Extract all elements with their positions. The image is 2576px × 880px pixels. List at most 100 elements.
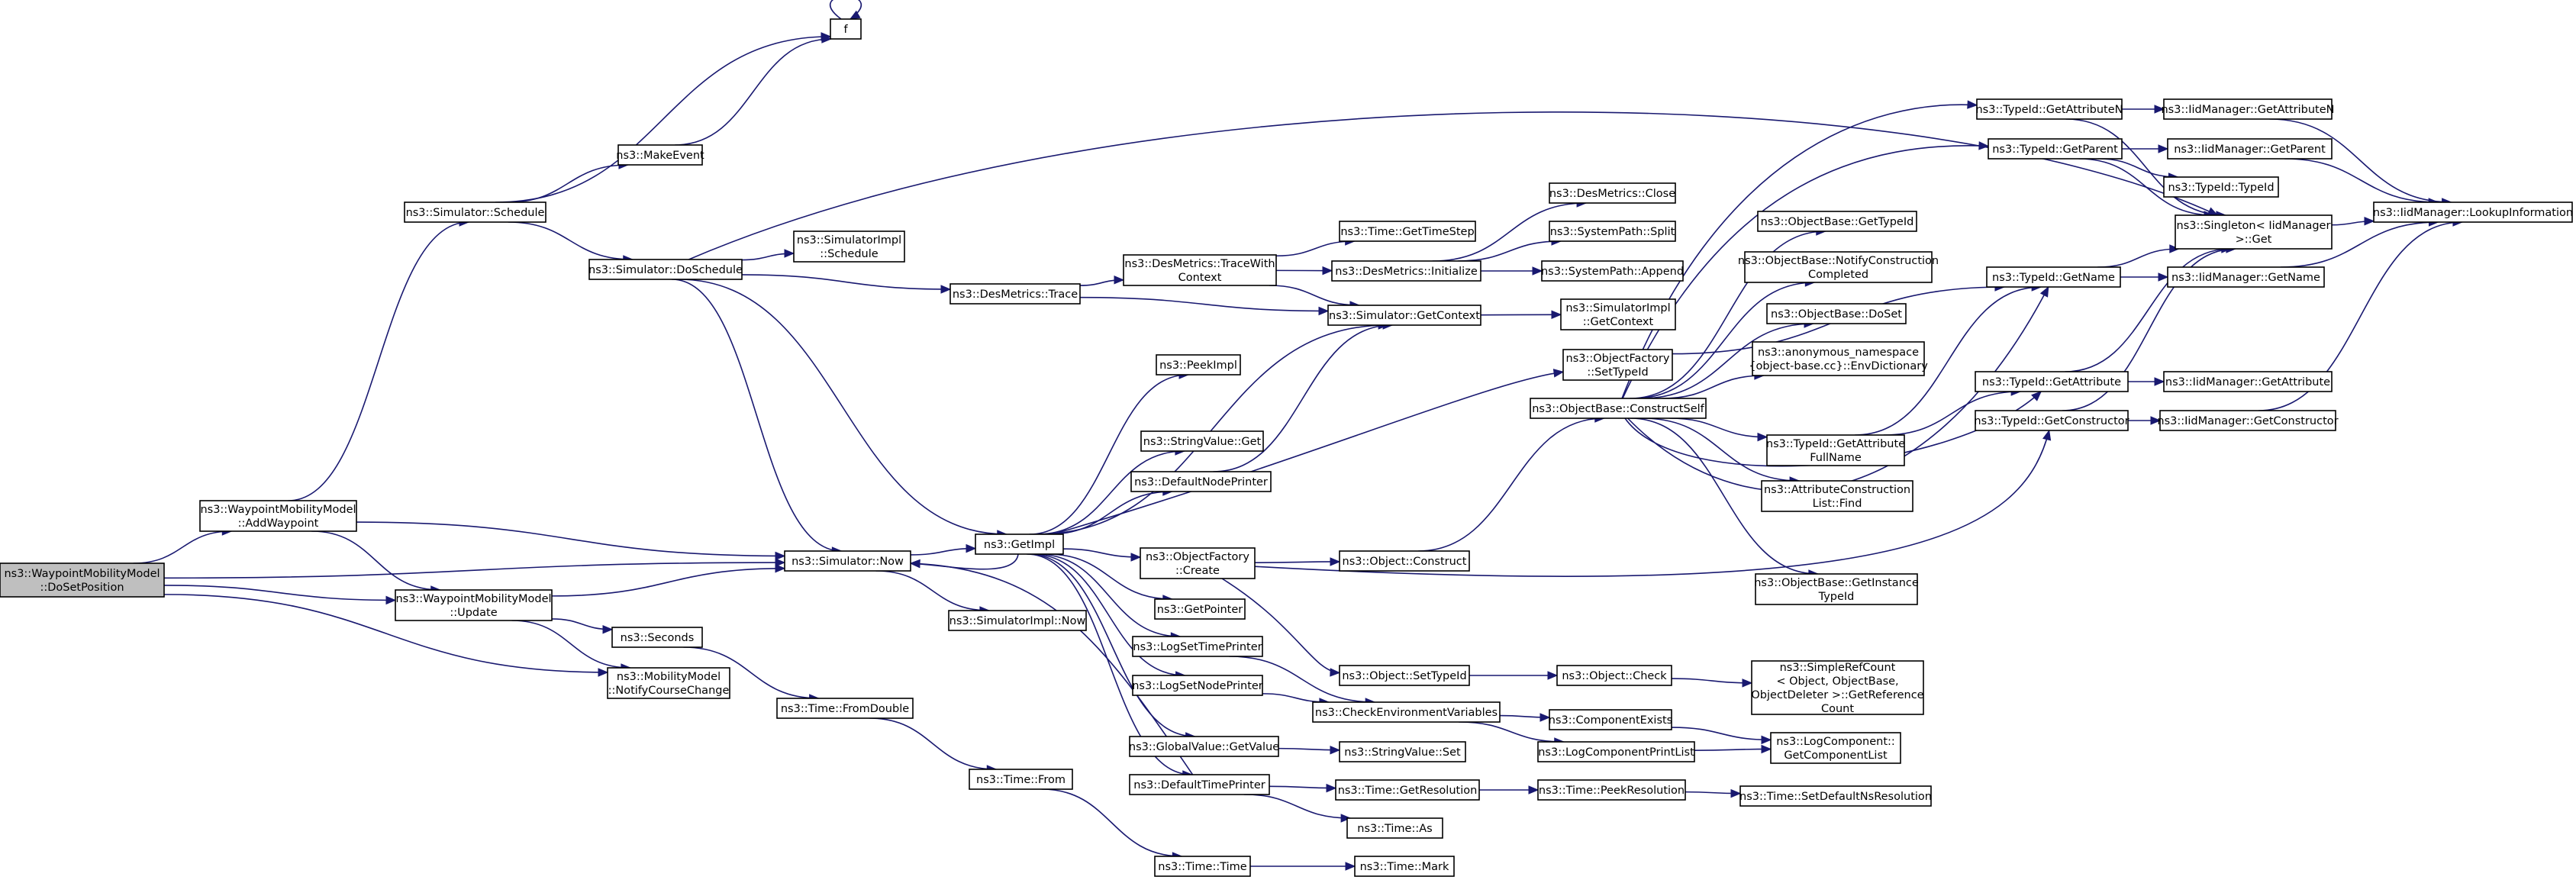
node-simImplGetContext[interactable]: ns3::SimulatorImpl::GetContext <box>1560 298 1676 330</box>
node-box[interactable] <box>395 589 553 621</box>
node-iidGetAttrN[interactable]: ns3::IidManager::GetAttributeN <box>2161 98 2335 120</box>
node-tidGetParent[interactable]: ns3::TypeId::GetParent <box>1988 138 2123 160</box>
node-box[interactable] <box>1976 98 2123 120</box>
node-box[interactable] <box>1156 354 1241 376</box>
node-timeAs[interactable]: ns3::Time::As <box>1346 817 1443 839</box>
node-simImplNow[interactable]: ns3::SimulatorImpl::Now <box>948 610 1087 631</box>
node-simpleRef[interactable]: ns3::SimpleRefCount< Object, ObjectBase,… <box>1751 660 1924 715</box>
node-seconds[interactable]: ns3::Seconds <box>611 627 703 648</box>
node-box[interactable] <box>1312 701 1501 723</box>
node-singleton[interactable]: ns3::Singleton< IidManager>::Get <box>2175 214 2333 250</box>
node-box[interactable] <box>1331 260 1481 282</box>
node-update[interactable]: ns3::WaypointMobilityModel::Update <box>395 589 553 621</box>
node-box[interactable] <box>2163 176 2279 198</box>
node-f[interactable]: f <box>830 18 862 40</box>
node-box[interactable] <box>1988 138 2123 160</box>
node-box[interactable] <box>1154 856 1251 877</box>
node-box[interactable] <box>588 259 743 280</box>
node-box[interactable] <box>1537 779 1686 801</box>
node-tidGetAttrN[interactable]: ns3::TypeId::GetAttributeN <box>1975 98 2123 120</box>
node-box[interactable] <box>611 627 703 648</box>
node-box[interactable] <box>1132 636 1263 657</box>
node-box[interactable] <box>1752 341 1925 376</box>
node-checkEnv[interactable]: ns3::CheckEnvironmentVariables <box>1312 701 1501 723</box>
node-ofCreate[interactable]: ns3::ObjectFactory::Create <box>1140 547 1256 579</box>
node-doSchedule[interactable]: ns3::Simulator::DoSchedule <box>588 259 743 280</box>
node-box[interactable] <box>1986 266 2121 288</box>
node-timeTime[interactable]: ns3::Time::Time <box>1154 856 1251 877</box>
node-objSetTypeId[interactable]: ns3::Object::SetTypeId <box>1339 665 1470 686</box>
node-logSetNode[interactable]: ns3::LogSetNodePrinter <box>1132 675 1263 696</box>
node-box[interactable] <box>1757 211 1917 232</box>
node-objConstruct[interactable]: ns3::Object::Construct <box>1339 550 1470 572</box>
node-box[interactable] <box>949 283 1081 305</box>
node-box[interactable] <box>1130 471 1272 492</box>
node-box[interactable] <box>1556 665 1672 686</box>
node-gvGetValue[interactable]: ns3::GlobalValue::GetValue <box>1129 736 1279 757</box>
node-iidGetAttr[interactable]: ns3::IidManager::GetAttribute <box>2163 371 2333 392</box>
node-obNotify[interactable]: ns3::ObjectBase::NotifyConstructionCompl… <box>1738 251 1939 283</box>
node-box[interactable] <box>1327 305 1481 326</box>
node-notify[interactable]: ns3::MobilityModel::NotifyCourseChange <box>607 667 730 699</box>
node-box[interactable] <box>1140 547 1256 579</box>
node-iidLookup[interactable]: ns3::IidManager::LookupInformation <box>2373 201 2573 223</box>
node-sysSplit[interactable]: ns3::SystemPath::Split <box>1549 221 1676 242</box>
node-getPointer[interactable]: ns3::GetPointer <box>1154 598 1246 620</box>
node-root[interactable]: ns3::WaypointMobilityModel::DoSetPositio… <box>0 562 165 598</box>
node-box[interactable] <box>969 769 1073 790</box>
node-box[interactable] <box>1140 430 1264 452</box>
node-iidGetParent[interactable]: ns3::IidManager::GetParent <box>2167 138 2333 160</box>
node-box[interactable] <box>1339 550 1470 572</box>
node-defTimePrinter[interactable]: ns3::DefaultTimePrinter <box>1129 774 1270 795</box>
node-box[interactable] <box>1560 298 1676 330</box>
node-obGetTypeId[interactable]: ns3::ObjectBase::GetTypeId <box>1757 211 1917 232</box>
node-box[interactable] <box>2167 266 2325 288</box>
node-box[interactable] <box>1975 410 2129 431</box>
node-anonEnv[interactable]: ns3::anonymous_namespace{object-base.cc}… <box>1749 341 1928 376</box>
node-box[interactable] <box>1132 675 1263 696</box>
node-tidGetName[interactable]: ns3::TypeId::GetName <box>1986 266 2121 288</box>
node-box[interactable] <box>1129 736 1279 757</box>
node-box[interactable] <box>2175 214 2333 250</box>
node-box[interactable] <box>1339 221 1476 242</box>
node-box[interactable] <box>607 667 730 699</box>
node-box[interactable] <box>776 698 914 719</box>
node-svSet[interactable]: ns3::StringValue::Set <box>1339 741 1466 762</box>
node-box[interactable] <box>2163 98 2333 120</box>
node-box[interactable] <box>1530 398 1707 419</box>
node-now[interactable]: ns3::Simulator::Now <box>784 550 911 572</box>
node-desClose[interactable]: ns3::DesMetrics::Close <box>1549 182 1676 204</box>
node-makeEvent[interactable]: ns3::MakeEvent <box>616 144 704 166</box>
node-box[interactable] <box>1154 598 1246 620</box>
node-box[interactable] <box>1562 349 1673 381</box>
node-box[interactable] <box>1346 817 1443 839</box>
node-sysAppend[interactable]: ns3::SystemPath::Append <box>1541 260 1684 282</box>
node-compExists[interactable]: ns3::ComponentExists <box>1549 709 1673 730</box>
node-box[interactable] <box>1751 660 1924 715</box>
node-fromDouble[interactable]: ns3::Time::FromDouble <box>776 698 914 719</box>
node-obDoSet[interactable]: ns3::ObjectBase::DoSet <box>1766 303 1907 324</box>
node-schedule[interactable]: ns3::Simulator::Schedule <box>404 201 546 223</box>
node-box[interactable] <box>1354 856 1455 877</box>
node-box[interactable] <box>1766 434 1905 466</box>
node-tidTypeId[interactable]: ns3::TypeId::TypeId <box>2163 176 2279 198</box>
node-box[interactable] <box>1129 774 1270 795</box>
node-objCheck[interactable]: ns3::Object::Check <box>1556 665 1672 686</box>
node-timeStep[interactable]: ns3::Time::GetTimeStep <box>1339 221 1476 242</box>
node-defNodePrinter[interactable]: ns3::DefaultNodePrinter <box>1130 471 1272 492</box>
node-box[interactable] <box>1339 741 1466 762</box>
node-box[interactable] <box>1755 573 1918 605</box>
node-box[interactable] <box>1761 480 1913 512</box>
node-timeMark[interactable]: ns3::Time::Mark <box>1354 856 1455 877</box>
node-box[interactable] <box>1335 779 1480 801</box>
node-box[interactable] <box>1975 371 2129 392</box>
node-iidGetName[interactable]: ns3::IidManager::GetName <box>2167 266 2325 288</box>
node-peekImpl[interactable]: ns3::PeekImpl <box>1156 354 1241 376</box>
node-box[interactable] <box>793 230 905 263</box>
node-box[interactable] <box>0 562 165 598</box>
node-box[interactable] <box>1549 709 1672 730</box>
node-getImpl[interactable]: ns3::GetImpl <box>975 533 1064 555</box>
